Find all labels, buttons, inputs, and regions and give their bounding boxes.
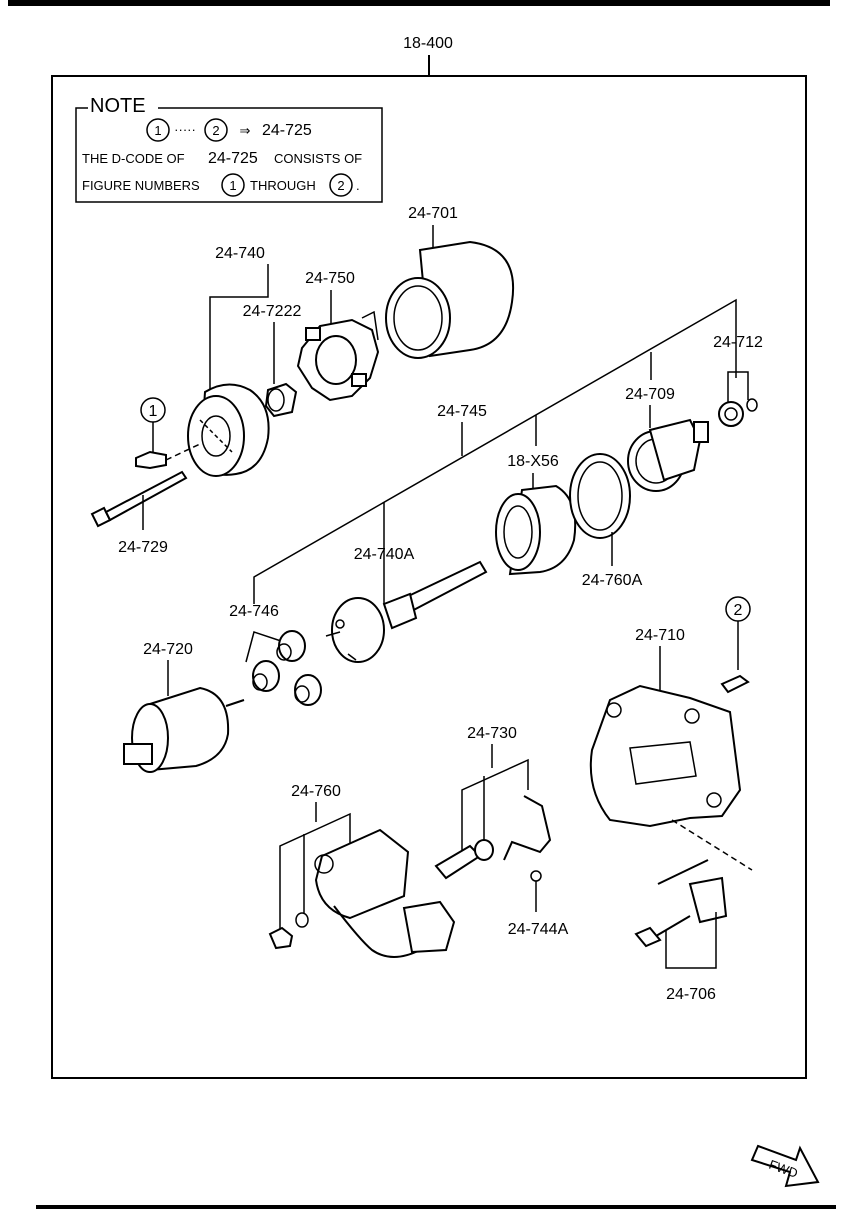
svg-text:24-740A: 24-740A (354, 546, 415, 563)
part-24-7222: 24-7222 (243, 303, 302, 418)
part-18-x56: 18-X56 (495, 453, 577, 576)
svg-text:24-720: 24-720 (143, 641, 193, 658)
svg-text:24-745: 24-745 (437, 403, 487, 420)
part-24-740a: 24-740A (325, 546, 488, 663)
assembly-frame (51, 75, 807, 1079)
part-24-750: 24-750 (296, 270, 380, 402)
note-title: NOTE (90, 95, 146, 117)
svg-text:24-710: 24-710 (635, 627, 685, 644)
svg-text:24-740: 24-740 (215, 245, 265, 262)
callout-2-screw: 2 (720, 596, 751, 694)
svg-text:24-7222: 24-7222 (243, 303, 302, 320)
fwd-arrow-icon: FWD (750, 1144, 820, 1188)
part-24-760a: 24-760A (569, 453, 643, 589)
svg-text:24-746: 24-746 (229, 603, 279, 620)
part-24-729: 24-729 (90, 470, 188, 556)
svg-text:1: 1 (149, 403, 158, 420)
callout-1-screw: 1 (135, 397, 201, 470)
note-arrow: ⇒ (240, 123, 251, 138)
svg-text:24-744A: 24-744A (508, 921, 569, 938)
note-line3-a: FIGURE NUMBERS (82, 178, 200, 193)
svg-text:.: . (356, 178, 360, 193)
note-box: NOTE 1 ····· 2 ⇒ 24-725 THE D-CODE OF 24… (75, 95, 383, 203)
top-rule (8, 0, 830, 6)
part-24-730: 24-730 (434, 725, 552, 880)
svg-text:24-730: 24-730 (467, 725, 517, 742)
note-line2-a: THE D-CODE OF (82, 151, 185, 166)
assembly-code: 18-400 (403, 35, 453, 52)
part-24-740: 24-740 (187, 245, 270, 477)
note-line3-b: THROUGH (250, 178, 316, 193)
part-24-746: 24-746 (229, 603, 322, 706)
svg-text:1: 1 (154, 123, 161, 138)
svg-text:24-712: 24-712 (713, 334, 763, 351)
part-24-706: 24-706 (634, 859, 728, 1003)
svg-text:24-760: 24-760 (291, 783, 341, 800)
bottom-rule (36, 1205, 836, 1209)
svg-text:24-701: 24-701 (408, 205, 458, 222)
part-24-710: 24-710 (589, 627, 753, 871)
note-line2-code: 24-725 (208, 150, 258, 167)
svg-text:2: 2 (734, 602, 743, 619)
svg-text:24-706: 24-706 (666, 986, 716, 1003)
part-24-744a: 24-744A (508, 870, 569, 938)
svg-text:24-750: 24-750 (305, 270, 355, 287)
svg-text:24-729: 24-729 (118, 539, 168, 556)
svg-text:24-709: 24-709 (625, 386, 675, 403)
part-24-712: 24-712 (713, 334, 763, 427)
part-24-709: 24-709 (625, 386, 709, 492)
note-callout-1 (146, 118, 170, 142)
svg-text:2: 2 (337, 178, 344, 193)
note-callout-2 (204, 118, 228, 142)
svg-text:2: 2 (212, 123, 219, 138)
svg-text:24-760A: 24-760A (582, 572, 643, 589)
svg-text:18-X56: 18-X56 (507, 453, 559, 470)
note-line2-b: CONSISTS OF (274, 151, 362, 166)
part-24-745-leaders: 24-745 (253, 298, 737, 604)
svg-text:1: 1 (229, 178, 236, 193)
note-range-code: 24-725 (262, 122, 312, 139)
part-24-701: 24-701 (385, 205, 515, 359)
part-24-760: 24-760 (268, 783, 456, 958)
note-range-sep: ····· (174, 122, 196, 137)
part-24-720: 24-720 (123, 641, 245, 773)
